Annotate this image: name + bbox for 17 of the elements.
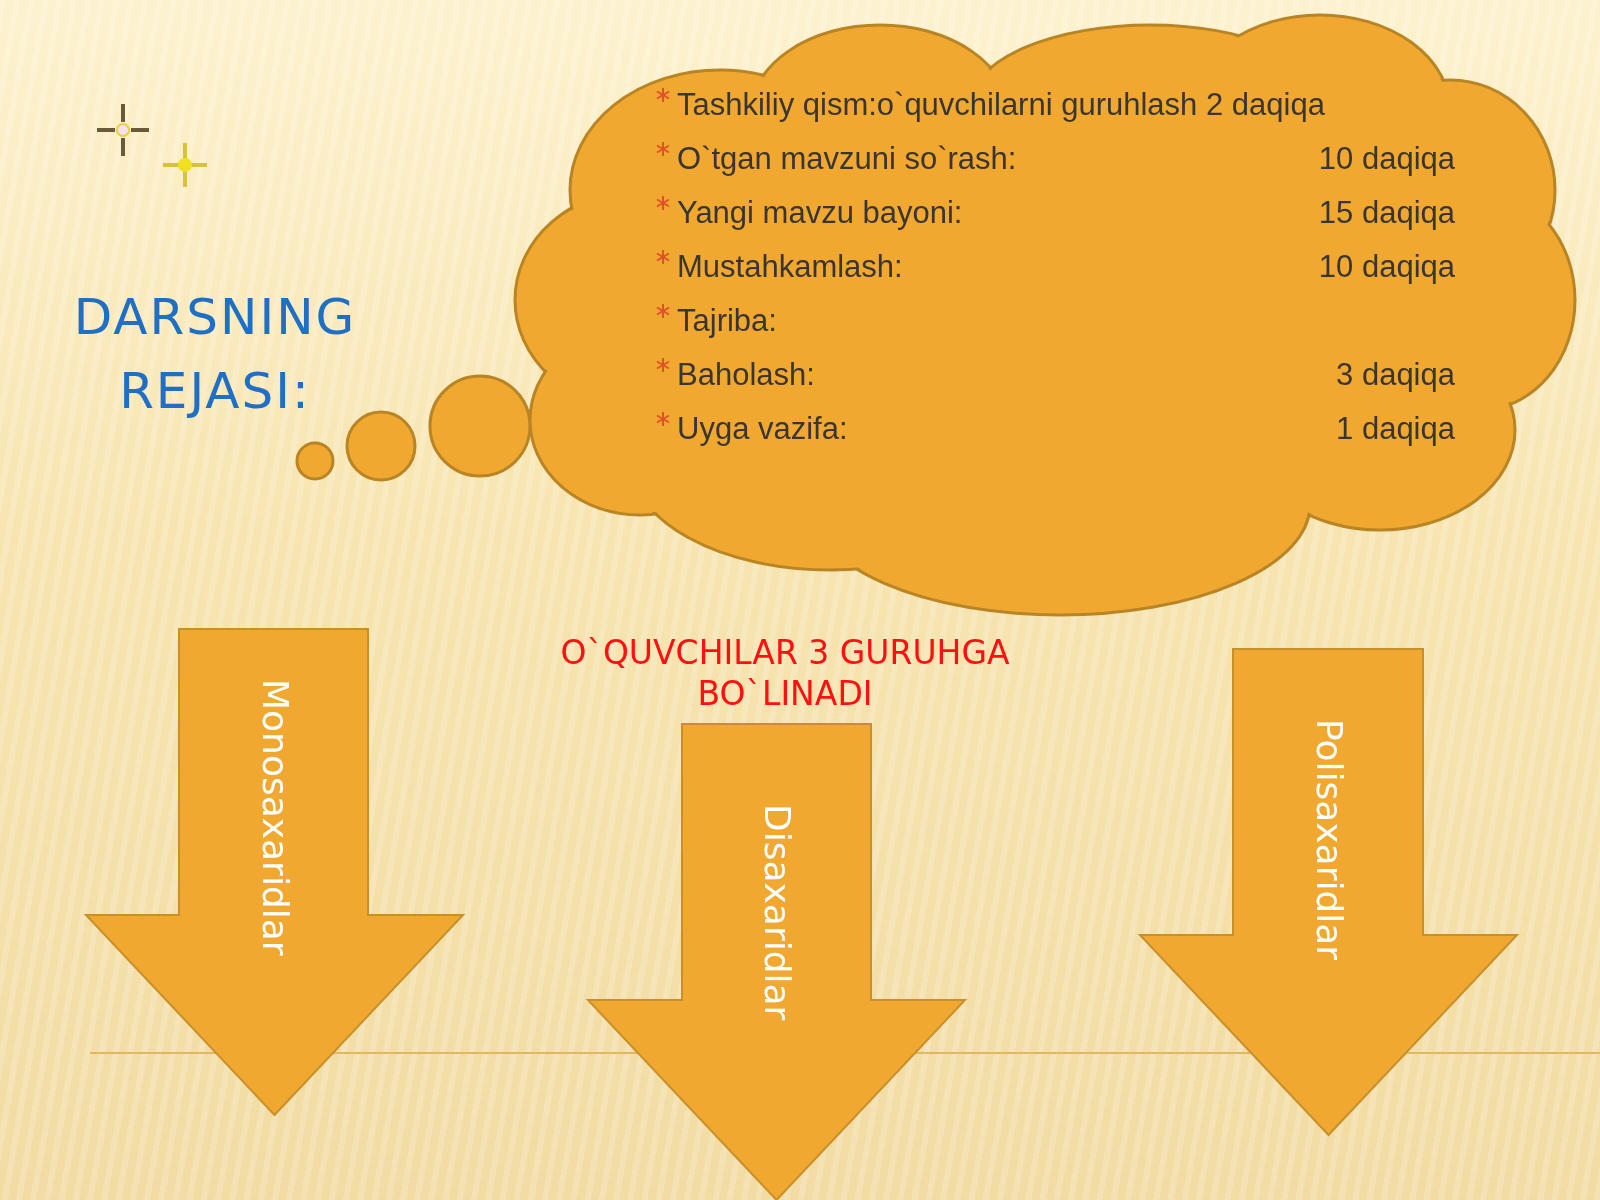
duration-text: 3 daqiqa: [1336, 356, 1455, 394]
plan-item: Baholash:: [677, 356, 815, 394]
group-name: Polisaxaridlar: [1307, 719, 1351, 961]
plan-item: O`tgan mavzuni so`rash:: [677, 140, 1017, 178]
duration-text: 1 daqiqa: [1336, 410, 1455, 448]
note-text: O`QUVCHILAR 3 GURUHGA BO`LINADI: [559, 632, 1011, 714]
plan-item: Tajriba:: [677, 302, 777, 340]
group-name: Disaxaridlar: [755, 804, 799, 1021]
duration-text: 10 daqiqa: [1318, 140, 1455, 178]
plan-item: Tashkiliy qism:o`quvchilarni guruhlash 2 daqiqa: [677, 86, 1325, 124]
plan-item: Yangi mavzu bayoni:: [677, 194, 963, 232]
duration-text: 15 daqiqa: [1318, 194, 1455, 232]
plan-item: Uyga vazifa:: [677, 410, 848, 448]
duration-text: 10 daqiqa: [1318, 248, 1455, 286]
slide-title: DARSNING REJASI:: [72, 287, 358, 422]
plan-item: Mustahkamlash:: [677, 248, 903, 286]
group-name: Monosaxaridlar: [253, 679, 297, 956]
